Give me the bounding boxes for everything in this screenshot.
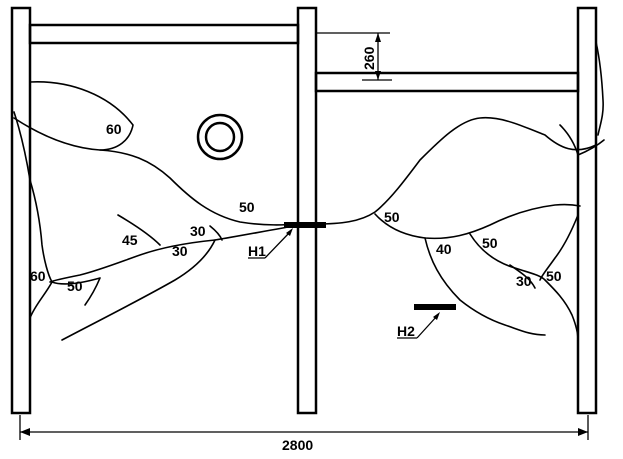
right-column bbox=[576, 6, 598, 415]
right-beam bbox=[314, 71, 580, 93]
crack-label-left-50: 50 bbox=[239, 199, 255, 215]
h2-marker-bar bbox=[414, 304, 456, 310]
middle-column bbox=[296, 6, 318, 415]
dim260-arrow-top bbox=[375, 33, 381, 42]
crack-left-branch bbox=[117, 214, 161, 246]
crack-label-left-50-bottom: 50 bbox=[67, 278, 83, 294]
dim2800-arrow-left bbox=[20, 428, 30, 436]
left-column bbox=[10, 6, 32, 415]
crack-left-edge bbox=[13, 111, 53, 319]
crack-right-edge bbox=[539, 214, 579, 281]
crack-label-right-30: 30 bbox=[516, 273, 532, 289]
h2-leader-line bbox=[416, 315, 438, 339]
crack-right-lower bbox=[374, 203, 581, 240]
left-beam bbox=[28, 23, 300, 45]
crack-label-left-30-upper: 30 bbox=[190, 223, 206, 239]
outer-circle bbox=[196, 113, 244, 161]
crack-left-bottom-branch bbox=[51, 277, 101, 306]
crack-right-diagonal2 bbox=[469, 233, 579, 341]
crack-label-left-45: 45 bbox=[122, 232, 138, 248]
crack-left-diagonal bbox=[61, 239, 216, 341]
dim260-arrow-bottom bbox=[375, 71, 381, 80]
dim2800-text: 2800 bbox=[282, 437, 313, 453]
crack-left-main bbox=[13, 117, 301, 226]
h1-label: H1 bbox=[248, 243, 266, 259]
crack-label-left-60: 60 bbox=[30, 268, 46, 284]
crack-right-upper bbox=[559, 124, 605, 156]
crack-label-right-50-b: 50 bbox=[482, 235, 498, 251]
dim260-text: 260 bbox=[361, 46, 377, 70]
h1-arrowhead bbox=[286, 228, 293, 236]
h2-arrowhead bbox=[433, 312, 440, 320]
crack-left-lower bbox=[49, 224, 301, 283]
crack-right-top-edge bbox=[595, 41, 604, 136]
inner-circle bbox=[204, 121, 236, 153]
crack-label-right-40: 40 bbox=[436, 241, 452, 257]
crack-label-right-50-c: 50 bbox=[546, 268, 562, 284]
crack-left-small bbox=[209, 225, 223, 241]
crack-label-right-50: 50 bbox=[384, 209, 400, 225]
h1-marker-bar bbox=[284, 222, 326, 228]
h1-leader-line bbox=[264, 231, 291, 259]
crack-right-main bbox=[315, 116, 597, 225]
crack-left-arc bbox=[29, 81, 134, 151]
crack-right-small bbox=[509, 264, 536, 289]
dim2800-arrow-right bbox=[578, 428, 588, 436]
h2-label: H2 bbox=[397, 323, 415, 339]
crack-right-diagonal1 bbox=[424, 237, 546, 336]
crack-label-left-top-60: 60 bbox=[106, 121, 122, 137]
crack-label-left-30-lower: 30 bbox=[172, 243, 188, 259]
